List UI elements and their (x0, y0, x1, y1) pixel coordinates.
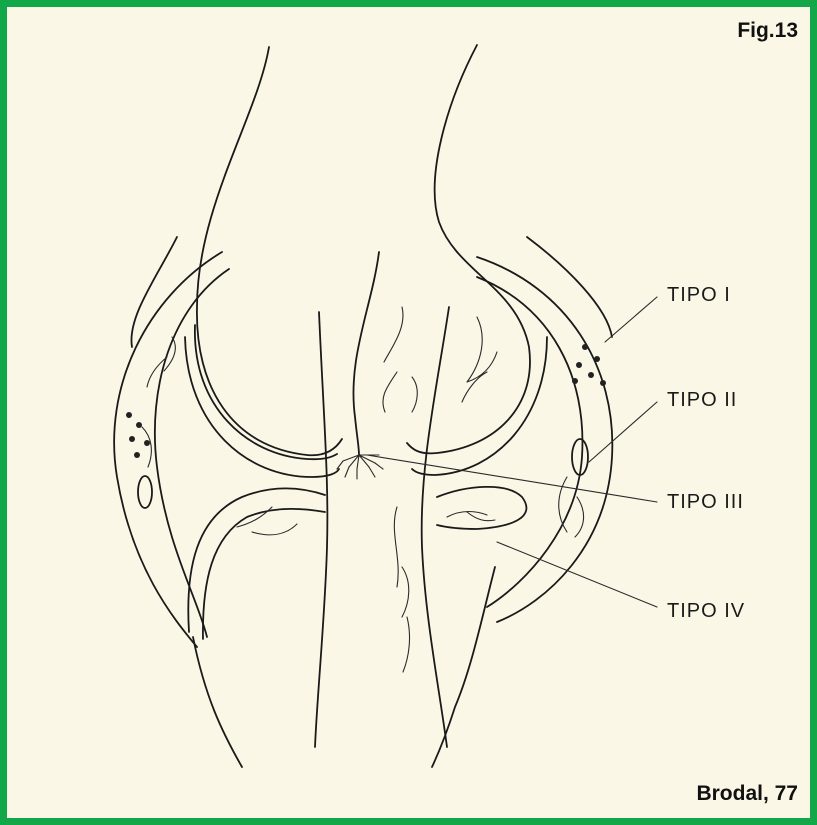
tipo-i-receptors-left (126, 412, 150, 458)
knee-joint-innervation-drawing (7, 7, 817, 825)
label-tipo-iv: TIPO IV (667, 600, 745, 623)
capsule-right-outer (477, 257, 612, 622)
label-tipo-iii: TIPO III (667, 491, 744, 514)
femur-cartilage (195, 325, 337, 459)
capsule-right-inner (477, 277, 582, 607)
cruciate-ligament-left (315, 312, 327, 747)
leader-tipo-iv (497, 542, 657, 607)
femur-outline (197, 47, 342, 455)
leader-tipo-iii (367, 455, 657, 502)
leader-tipo-i (605, 297, 657, 342)
central-nerve (353, 252, 379, 455)
femur-outline-right (407, 45, 530, 453)
tipo-iii-terminal (337, 455, 383, 479)
capsule-left-outer-2 (131, 237, 177, 347)
tibia-plateau-left-inner (203, 509, 325, 639)
tipo-ii-corpuscle-left (138, 476, 152, 508)
tibia-plateau-right (437, 487, 526, 529)
figure-number: Fig.13 (737, 19, 798, 43)
capsule-left-inner (155, 269, 229, 637)
capsule-right-outer-2 (527, 237, 612, 337)
tibia-shaft-left (193, 637, 242, 767)
label-tipo-ii: TIPO II (667, 389, 737, 412)
tibia-shaft-right (432, 567, 495, 767)
nerve-branches (142, 307, 584, 672)
leader-tipo-ii (589, 402, 657, 462)
figure-credit: Brodal, 77 (696, 782, 798, 806)
label-tipo-i: TIPO I (667, 284, 731, 307)
